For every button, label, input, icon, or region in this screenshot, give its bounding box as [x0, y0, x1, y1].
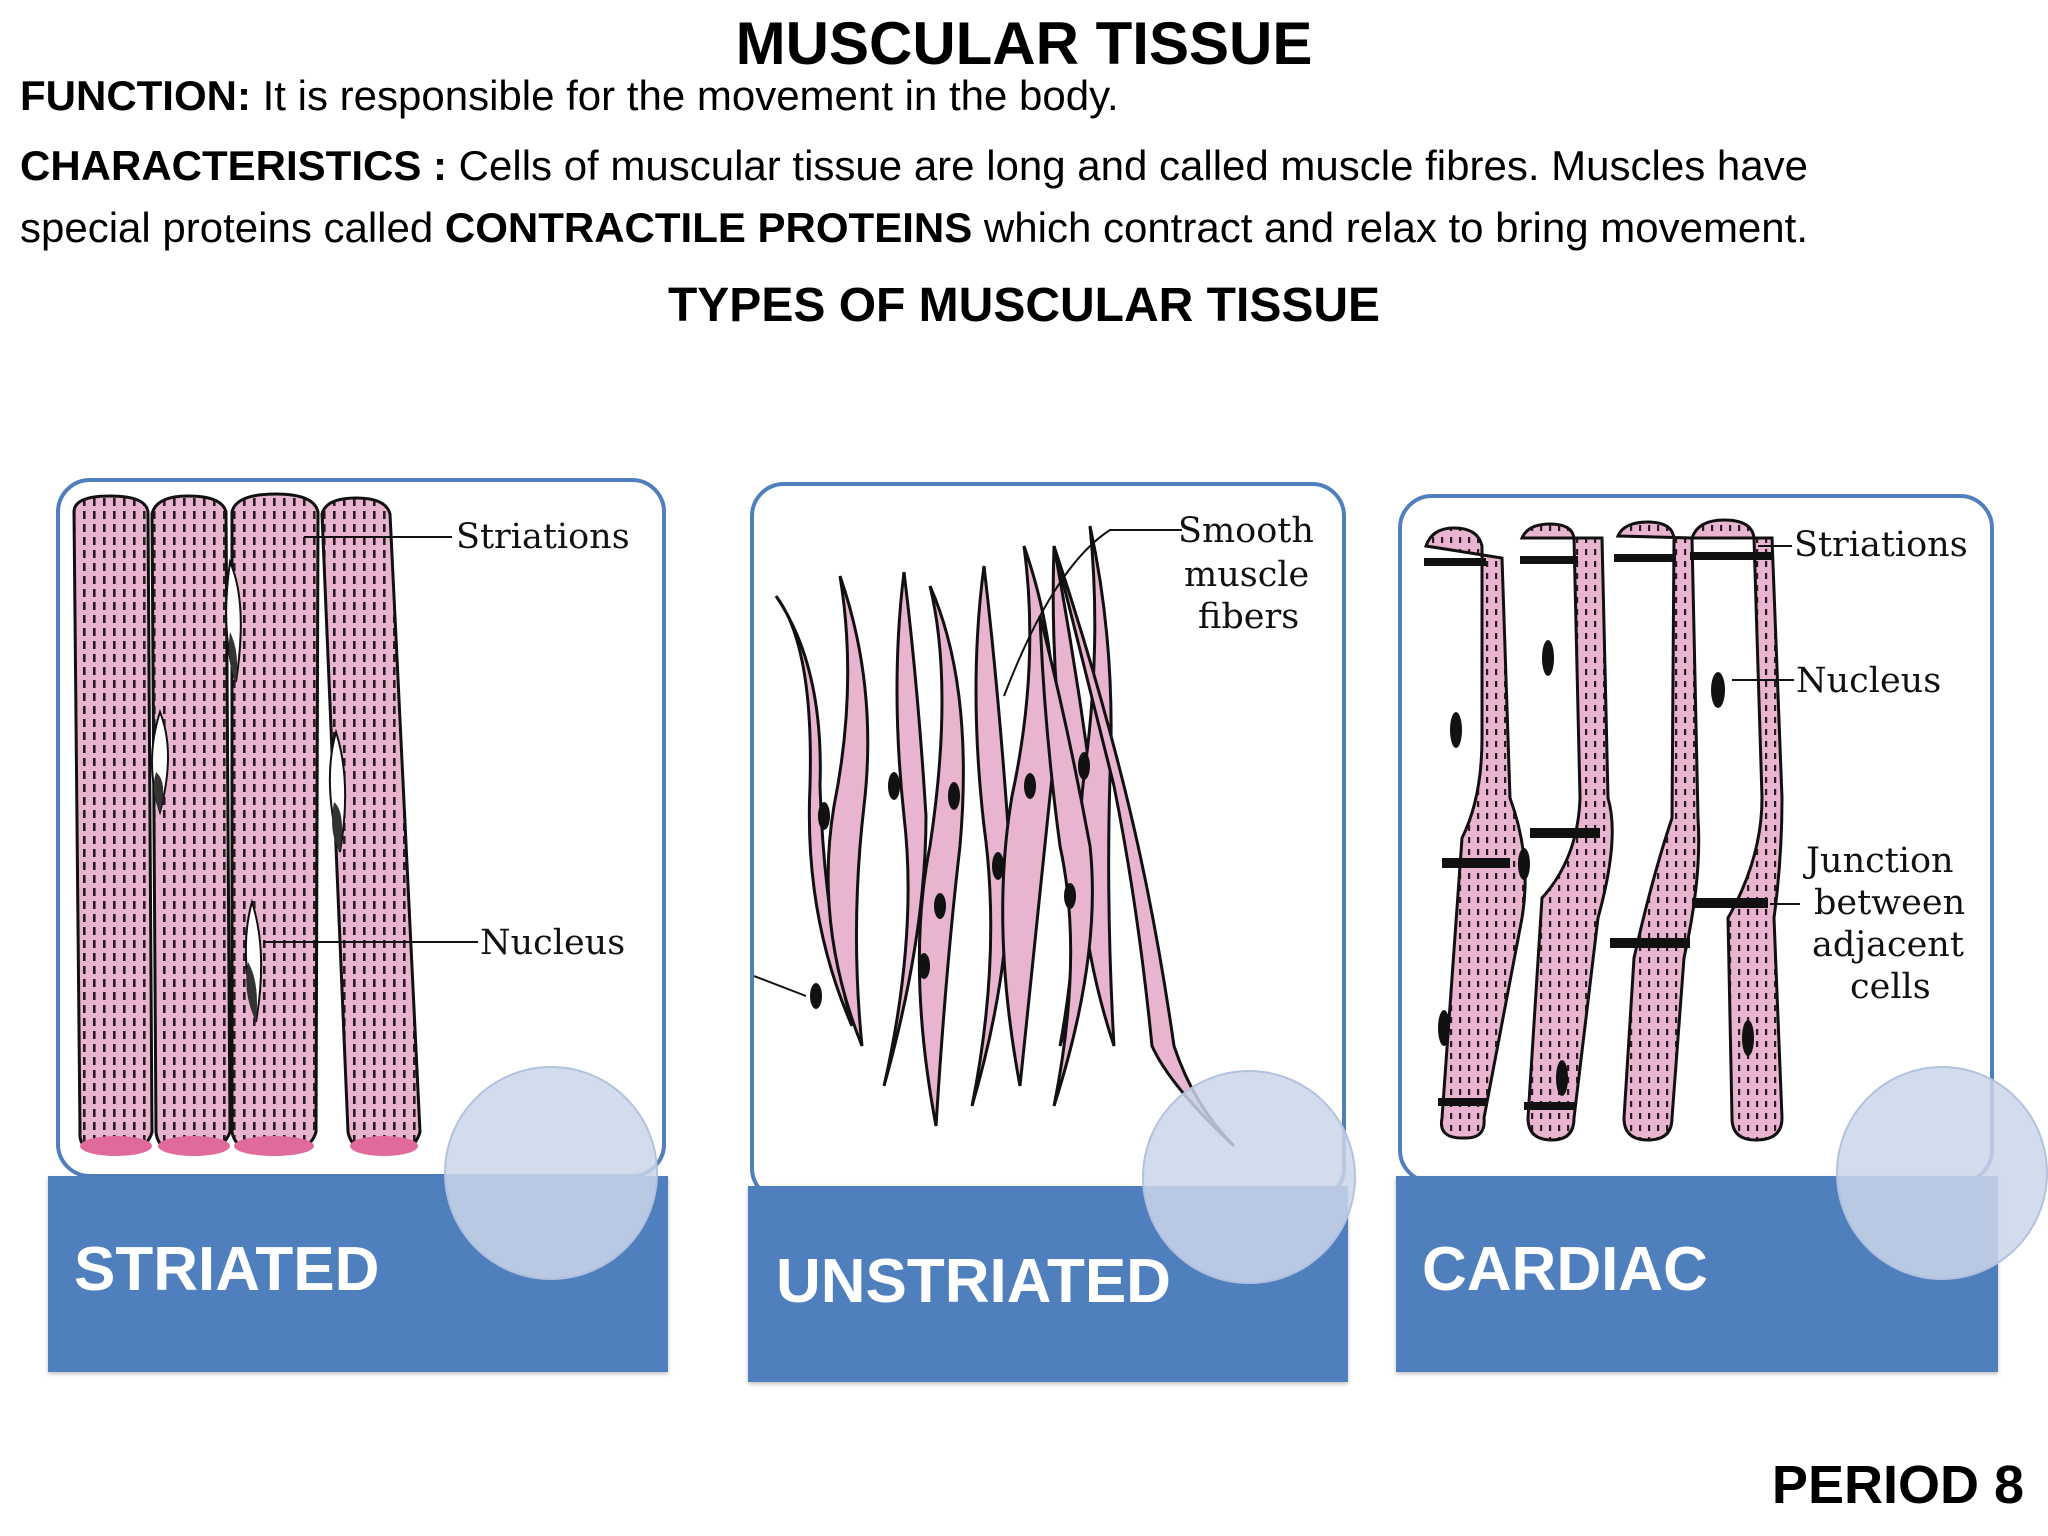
cardiac-nucleus-callout: Nucleus — [1796, 661, 1941, 701]
characteristics-label: CHARACTERISTICS : — [20, 142, 447, 189]
junction-callout-line-4: cells — [1850, 967, 1931, 1007]
striated-muscle-illustration: Striations Nucleus — [72, 492, 630, 1156]
cardiac-muscle-illustration: Striations Nucleus Junction between adja… — [1424, 518, 1968, 1142]
contractile-proteins-term: CONTRACTILE PROTEINS — [444, 204, 973, 251]
striations-callout: Striations — [456, 517, 630, 557]
smooth-callout-line-3: fibers — [1198, 597, 1299, 637]
page-title: MUSCULAR TISSUE — [735, 10, 1313, 77]
cardiac-label: CARDIAC — [1422, 1235, 1708, 1304]
nucleus-callout: Nucleus — [480, 923, 625, 963]
smooth-muscle-illustration: Smooth muscle fibers — [754, 511, 1314, 1148]
junction-callout-line-1: Junction — [1803, 841, 1954, 881]
characteristics-text-1: Cells of muscular tissue are long and ca… — [447, 142, 1808, 189]
striated-decorative-circle — [444, 1066, 658, 1280]
unstriated-label: UNSTRIATED — [776, 1247, 1171, 1316]
function-text: It is responsible for the movement in th… — [250, 72, 1119, 119]
smooth-callout-line-1: Smooth — [1178, 511, 1314, 551]
characteristics-line-2: special proteins called CONTRACTILE PROT… — [20, 198, 1808, 258]
types-heading: TYPES OF MUSCULAR TISSUE — [667, 279, 1381, 332]
cardiac-striations-callout: Striations — [1794, 525, 1968, 565]
characteristics-line-1: CHARACTERISTICS : Cells of muscular tiss… — [20, 136, 1808, 196]
junction-callout-line-2: between — [1814, 883, 1965, 923]
function-label: FUNCTION: — [20, 72, 251, 119]
function-line: FUNCTION: It is responsible for the move… — [20, 66, 1119, 126]
characteristics-text-2-pre: special proteins called — [20, 204, 445, 251]
striated-label: STRIATED — [74, 1235, 380, 1304]
smooth-callout-line-2: muscle — [1184, 555, 1309, 595]
cardiac-decorative-circle — [1836, 1066, 2048, 1280]
characteristics-text-2-post: which contract and relax to bring moveme… — [972, 204, 1808, 251]
period-footer: PERIOD 8 — [1771, 1455, 2024, 1515]
junction-callout-line-3: adjacent — [1812, 925, 1964, 965]
unstriated-decorative-circle — [1142, 1070, 1356, 1284]
